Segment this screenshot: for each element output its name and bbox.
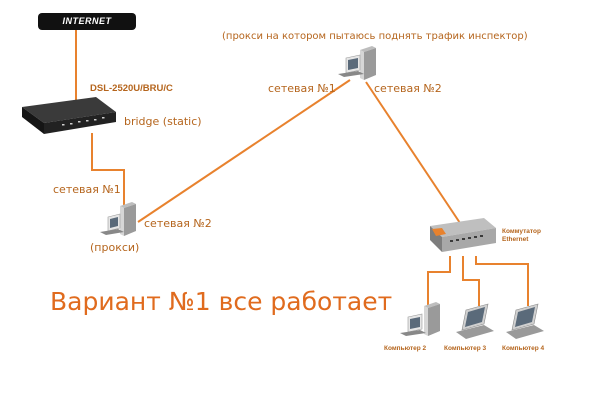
modem-model-label: DSL-2520U/BRU/C (90, 83, 173, 94)
remote-proxy-to-switch-line (365, 81, 463, 227)
switch-label-line2: Ethernet (502, 236, 529, 243)
proxy-pc-icon (100, 202, 136, 236)
connection-lines (75, 30, 529, 306)
computer-2-icon (400, 302, 440, 336)
internet-label: INTERNET (62, 16, 112, 26)
remote-proxy-pc-icon (338, 46, 376, 80)
proxy-nic1-label: сетевая №1 (53, 183, 121, 196)
proxy-nic2-label: сетевая №2 (144, 217, 212, 230)
internet-node: INTERNET (38, 13, 136, 30)
dsl-modem-icon (22, 97, 116, 134)
modem-mode-label: bridge (static) (124, 115, 202, 128)
computer-4-icon (506, 303, 544, 339)
computer-3-label: Компьютер 3 (444, 345, 487, 352)
proxy-to-remote-proxy-line (137, 79, 351, 223)
computer-2-label: Компьютер 2 (384, 345, 427, 352)
switch-label-line1: Коммутатор (502, 228, 541, 235)
headline: Вариант №1 все работает (50, 287, 393, 316)
remote-proxy-nic1-label: сетевая №1 (268, 82, 336, 95)
switch-to-pc2-line (427, 256, 451, 306)
computer-3-icon (456, 303, 494, 339)
computer-4-label: Компьютер 4 (502, 345, 545, 352)
switch-to-pc4-line (475, 256, 529, 306)
proxy-caption: (прокси) (90, 241, 140, 254)
switch-to-pc3-line (462, 256, 480, 306)
remote-proxy-nic2-label: сетевая №2 (374, 82, 442, 95)
ethernet-switch-icon (430, 218, 496, 252)
remote-proxy-note: (прокси на котором пытаюсь поднять трафи… (222, 31, 528, 42)
modem-to-proxy-line (91, 133, 125, 205)
